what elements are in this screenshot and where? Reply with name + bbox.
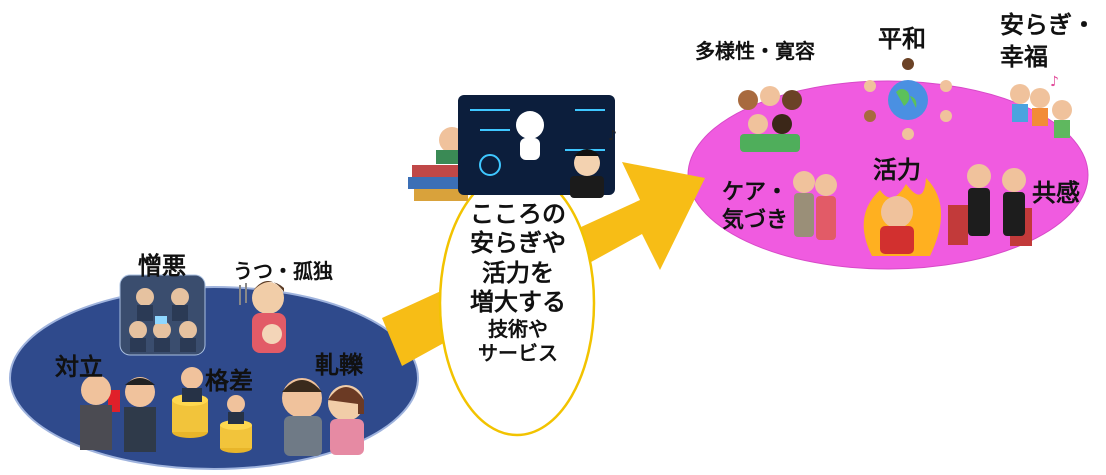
audience-icon (948, 164, 1032, 246)
label-hatred: 憎悪 (138, 252, 186, 280)
label-wellbeing-line2: 幸福 (1000, 43, 1048, 71)
world-peace-icon (864, 58, 952, 140)
people-on-phones-icon (119, 274, 206, 356)
label-depression-loneliness: うつ・孤独 (233, 259, 333, 283)
center-line-4: 増大する (470, 287, 566, 316)
center-line-6: サービス (478, 341, 558, 366)
ai-robot-icon (458, 95, 615, 195)
caring-women-icon (793, 171, 837, 240)
diverse-crowd-icon (738, 86, 802, 152)
center-message: こころの 安らぎや 活力を 増大する 技術や サービス (452, 200, 584, 366)
label-empathy: 共感 (1032, 179, 1080, 207)
gold-coins-icon (172, 367, 252, 453)
center-line-3: 活力を (482, 258, 554, 287)
center-line-5: 技術や (488, 317, 548, 342)
conductor-icon: ♪ (570, 128, 617, 198)
quarreling-couple-icon (282, 378, 364, 456)
svg-text:♪: ♪ (608, 128, 617, 144)
label-vitality: 活力 (873, 156, 921, 184)
lonely-mother-icon (239, 281, 286, 353)
svg-text:♪: ♪ (1050, 74, 1059, 90)
label-conflict: 対立 (55, 353, 103, 381)
people-arguing-icon (80, 375, 156, 452)
center-line-1: こころの (470, 200, 566, 228)
center-line-2: 安らぎや (470, 229, 566, 258)
label-peace: 平和 (878, 25, 926, 53)
label-inequality: 格差 (205, 367, 253, 395)
label-diversity-tolerance: 多様性・寛容 (695, 39, 815, 63)
label-care-line2: 気づき (722, 208, 789, 233)
label-care-line1: ケア・ (722, 180, 789, 205)
singing-people-icon: ♪ (1010, 74, 1072, 138)
energetic-person-icon (863, 178, 942, 256)
label-friction: 軋轢 (315, 351, 363, 379)
label-wellbeing-line1: 安らぎ・ (1000, 11, 1096, 39)
